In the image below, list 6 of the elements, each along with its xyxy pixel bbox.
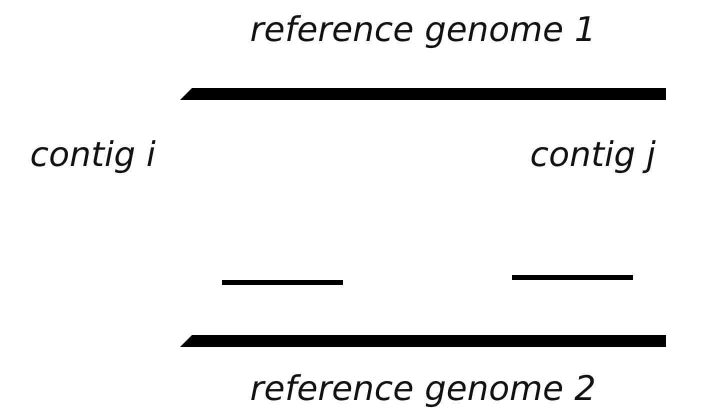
contig-label: contig i <box>30 135 156 175</box>
genome-label: reference genome 2 <box>250 369 596 409</box>
genome-label: reference genome 1 <box>250 10 596 50</box>
contig-bar <box>512 275 633 280</box>
contig-bar <box>222 280 343 285</box>
contig-label: contig j <box>530 135 656 175</box>
